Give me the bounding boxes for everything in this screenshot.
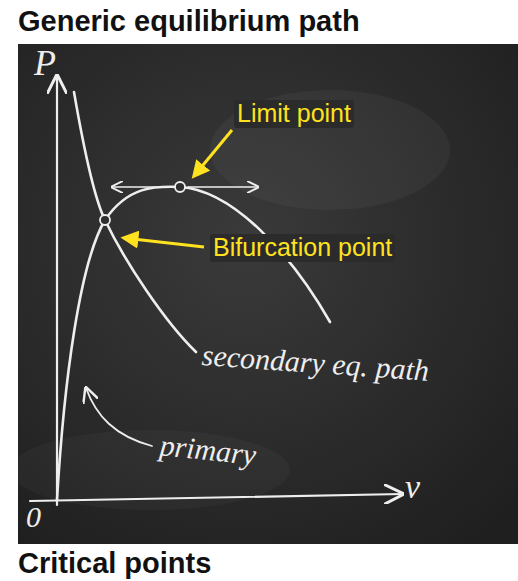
- bifurcation-marker: [100, 215, 110, 225]
- leader-arrow: [86, 388, 152, 446]
- caption: Critical points: [18, 548, 211, 580]
- tangent-arrow: [112, 186, 172, 187]
- leader-arrow: [124, 238, 204, 247]
- axis-label: v: [405, 468, 420, 505]
- axis-label: 0: [26, 500, 41, 533]
- callout-label: Bifurcation point: [210, 234, 395, 262]
- leader-arrow: [194, 130, 232, 176]
- chalk-smudge: [210, 90, 450, 210]
- axis-label: P: [34, 44, 56, 84]
- tangent-arrow: [188, 186, 258, 187]
- callout-label: Limit point: [234, 100, 354, 128]
- secondary-path: [74, 92, 196, 352]
- p-axis: [56, 76, 58, 505]
- v-axis: [30, 494, 402, 501]
- title: Generic equilibrium path: [18, 6, 360, 38]
- limit-marker: [175, 182, 185, 192]
